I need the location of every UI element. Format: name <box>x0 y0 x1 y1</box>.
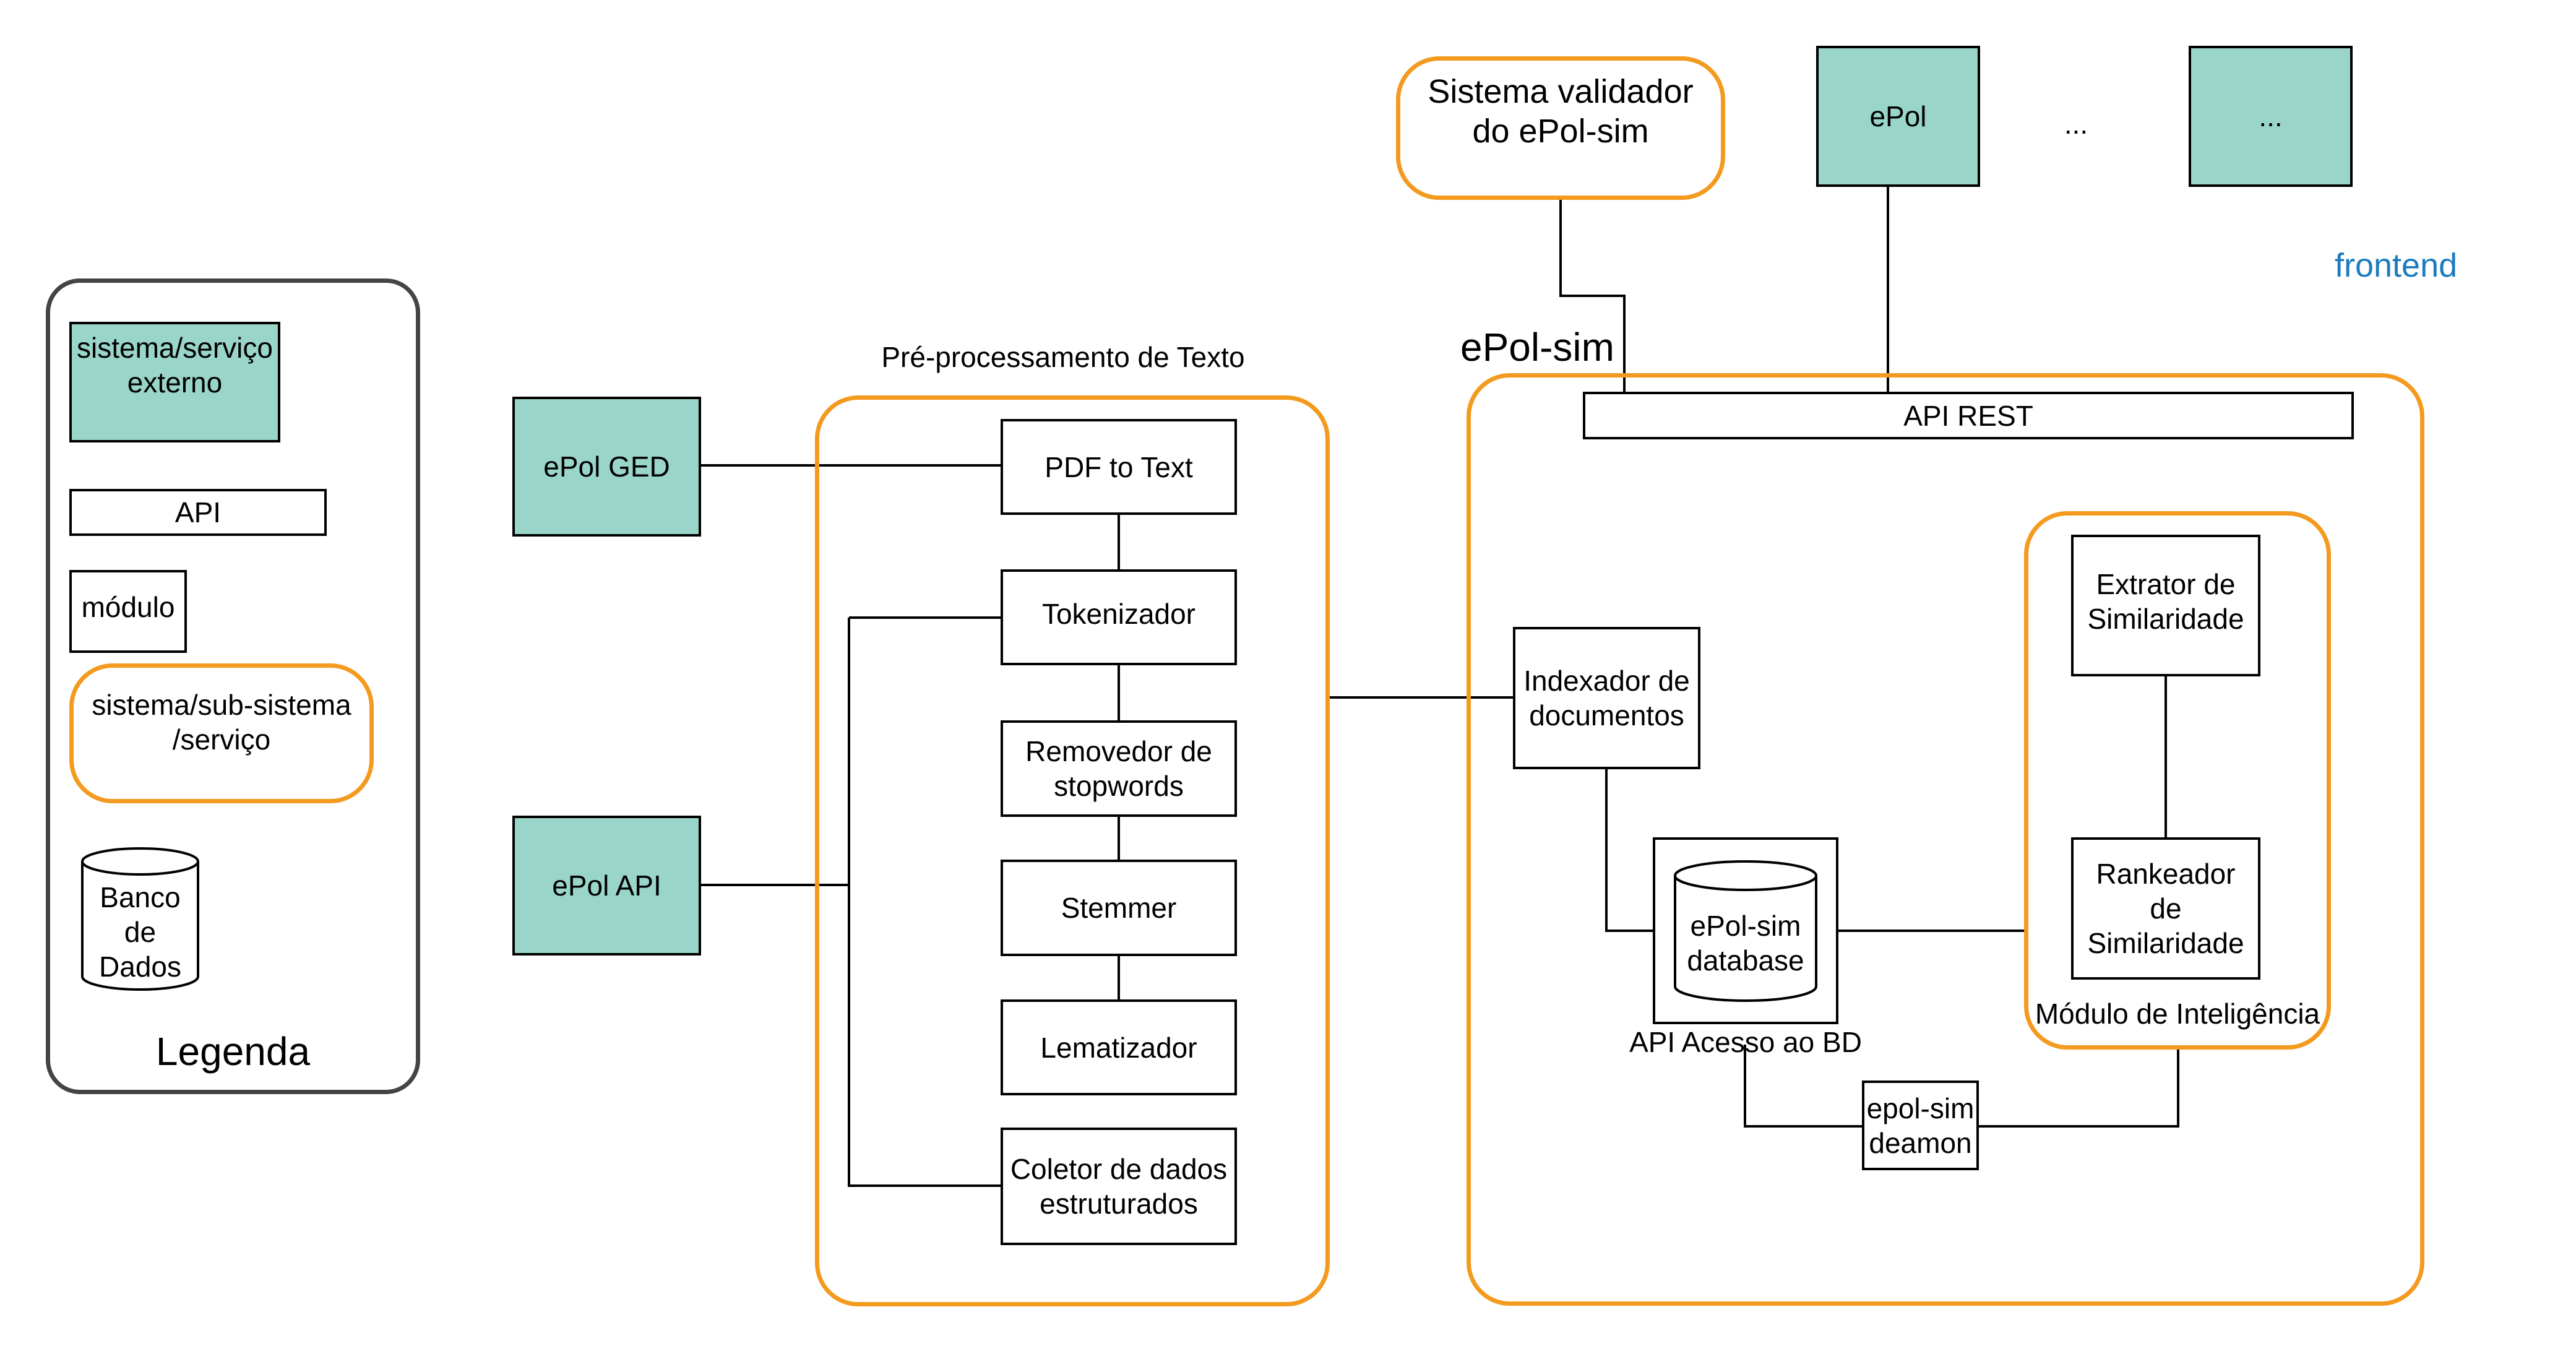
line-api-bus <box>700 616 1001 1187</box>
api-rest: API REST <box>1583 392 2354 439</box>
line-indexer-to-db <box>1605 769 1653 932</box>
frontend-label: frontend <box>2335 247 2458 284</box>
legend-title: Legenda <box>155 1029 311 1074</box>
legend-module: módulo <box>69 570 187 653</box>
epol-frontend-box: ePol <box>1816 46 1980 187</box>
intelligence-module-title: Módulo de Inteligência <box>2035 998 2320 1030</box>
epolsim-daemon: epol-sim deamon <box>1862 1081 1979 1170</box>
module-structured-data-collector: Coletor de dados estruturados <box>1001 1128 1237 1245</box>
frontend-ellipsis: ... <box>2064 108 2088 140</box>
epolsim-database-label: ePol-sim database <box>1687 910 1804 977</box>
legend-subsystem: sistema/sub-sistema /serviço <box>69 663 374 803</box>
frontend-other-box: ... <box>2189 46 2353 187</box>
preprocessing-title: Pré-processamento de Texto <box>881 341 1245 373</box>
legend-external-system: sistema/serviço externo <box>69 322 280 442</box>
epol-api-box: ePol API <box>512 816 701 956</box>
preprocessing-frame <box>815 395 1330 1306</box>
module-lematizer: Lematizador <box>1001 999 1237 1095</box>
indexer-module: Indexador de documentos <box>1513 627 1700 769</box>
legend-database-cylinder <box>81 847 199 991</box>
module-pdf-to-text: PDF to Text <box>1001 419 1237 515</box>
db-access-label: API Acesso ao BD <box>1629 1026 1862 1058</box>
epolsim-frame <box>1467 373 2424 1306</box>
validator-system: Sistema validador do ePol-sim <box>1396 56 1725 200</box>
similarity-ranker: Rankeador de Similaridade <box>2071 837 2260 980</box>
epol-ged-box: ePol GED <box>512 397 701 537</box>
line-daemon <box>1744 1045 2179 1128</box>
legend-database: Banco de Dados <box>80 847 200 991</box>
epolsim-database-cylinder <box>1674 860 1817 1002</box>
module-tokenizer: Tokenizador <box>1001 569 1237 665</box>
module-stemmer: Stemmer <box>1001 860 1237 956</box>
epolsim-database: ePol-sim database <box>1673 860 1818 1003</box>
epolsim-title: ePol-sim <box>1460 325 1614 369</box>
module-stopwords: Removedor de stopwords <box>1001 720 1237 817</box>
legend-api: API <box>69 489 327 536</box>
legend-database-label: Banco de Dados <box>99 881 181 983</box>
line-validator-to-api <box>1559 200 1626 392</box>
similarity-extractor: Extrator de Similaridade <box>2071 535 2260 676</box>
intelligence-module-frame <box>2024 511 2331 1050</box>
legend-frame <box>46 278 420 1094</box>
